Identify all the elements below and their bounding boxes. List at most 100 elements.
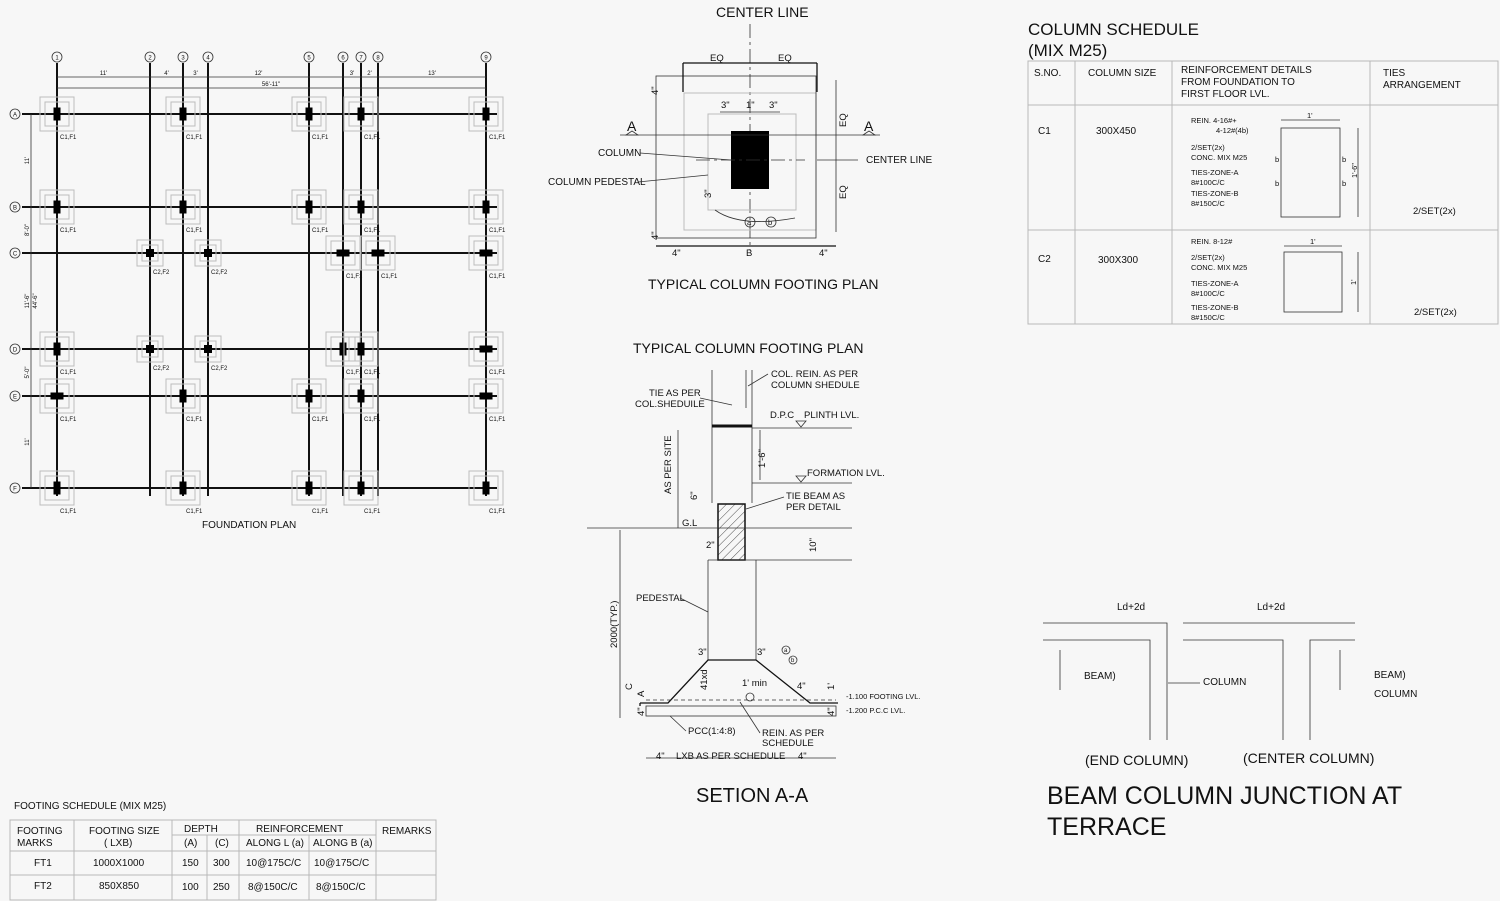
grid-bubble-1 — [51, 51, 63, 63]
c1-bar-b1: b — [1275, 155, 1279, 164]
grid-label-8: 8 — [376, 56, 380, 62]
column-mark: C1,F1 — [312, 135, 329, 141]
column-schedule-table — [1027, 60, 1499, 325]
grid-label-B: B — [13, 206, 17, 212]
c2-rein-1: REIN. 8-12# — [1191, 237, 1233, 246]
column-block — [53, 107, 61, 121]
ft1-depth-a: 150 — [182, 858, 199, 869]
ft1-along-b: 10@175C/C — [314, 858, 369, 869]
section-plan-title: TYPICAL COLUMN FOOTING PLAN — [633, 340, 864, 356]
one-min-label: 1' min — [742, 678, 767, 689]
footing-outline — [343, 378, 379, 414]
dim-3-left: 3" — [698, 647, 707, 658]
pedestal-outline — [707, 113, 797, 211]
tie-leader — [699, 397, 733, 406]
footing-plan-title: TYPICAL COLUMN FOOTING PLAN — [648, 276, 879, 292]
column-mark: C1,F1 — [312, 228, 329, 234]
footing-inner — [170, 194, 196, 220]
center-ld-label: Ld+2d — [1257, 602, 1285, 613]
table-row: FT2 850X850 100 250 8@150C/C 8@150C/C — [34, 881, 366, 893]
footing-outline — [136, 335, 164, 363]
column-block — [357, 481, 365, 495]
column-mark: C1,F1 — [60, 509, 77, 515]
plan-side-dim: 44'-6" — [33, 293, 39, 308]
column-block — [479, 249, 493, 257]
center-column-right-bar — [1309, 639, 1355, 740]
footing-outline — [39, 96, 75, 132]
grid-label-7: 7 — [359, 56, 363, 62]
grid-bubble-6 — [337, 51, 349, 63]
footing-inner — [348, 101, 374, 127]
grid-bubble-2 — [144, 51, 156, 63]
bar-b-label: b — [791, 658, 795, 664]
column-block — [305, 200, 313, 214]
bar-a-circle — [744, 216, 756, 228]
column-mark: C1,F1 — [186, 417, 203, 423]
c2-rein-4: TIES-ZONE-A — [1191, 279, 1239, 288]
col-rein-leader — [747, 373, 769, 387]
footing-schedule: FOOTING SCHEDULE (MIX M25) FOOTING MARKS… — [9, 801, 437, 901]
tie-beam-line2: PER DETAIL — [786, 502, 841, 513]
c2-size: 300X300 — [1098, 255, 1138, 266]
column-block — [146, 249, 154, 257]
column-block — [179, 107, 187, 121]
plan-overall-dim: 56'-11" — [262, 82, 280, 88]
column-block — [50, 392, 64, 400]
footing-inner — [348, 336, 374, 362]
header-ties-1: TIES — [1383, 68, 1406, 79]
bar-b-circle — [788, 655, 798, 665]
footing-inner — [348, 194, 374, 220]
dim-1: 1" — [746, 100, 755, 111]
section-arrow-left — [624, 130, 640, 136]
footing-outline — [468, 96, 504, 132]
bar-leader — [714, 209, 796, 222]
ft1-size: 1000X1000 — [93, 858, 145, 869]
pcc-bed — [645, 705, 837, 717]
fh-size-2: ( LXB) — [104, 838, 132, 849]
fh-depth-c: (C) — [215, 838, 229, 849]
dim-4-right-bottom: 4" — [798, 751, 807, 762]
tie-beam-leader — [745, 496, 785, 510]
footing-outline — [39, 189, 75, 225]
end-beam-label: BEAM) — [1084, 671, 1116, 682]
column-block — [204, 345, 212, 353]
header-size: COLUMN SIZE — [1088, 68, 1157, 79]
footing-inner — [170, 101, 196, 127]
column-block — [479, 345, 493, 353]
column-mark: C1,F1 — [60, 417, 77, 423]
end-ld-label: Ld+2d — [1117, 602, 1145, 613]
column-block — [179, 200, 187, 214]
center-beam-label: BEAM) — [1374, 670, 1406, 681]
grid-label-D: D — [13, 348, 18, 354]
footing-inner — [141, 244, 159, 262]
footing-dimension-frame — [655, 75, 817, 239]
column-block — [305, 107, 313, 121]
c1-dim-h: 1'-6" — [1350, 163, 1359, 178]
plan-col-dim: 3' — [193, 71, 197, 77]
bar-a-label: a — [747, 218, 752, 227]
column-block — [179, 389, 187, 403]
eq-label-bottom: EQ — [838, 185, 849, 199]
c2-dim-h: 1' — [1349, 279, 1358, 285]
ft1-mark: FT1 — [34, 858, 52, 869]
c2-rein-2: 2/SET(2x) — [1191, 253, 1225, 262]
column-block — [482, 107, 490, 121]
column-mark: C1,F1 — [364, 228, 381, 234]
junction-title-line1: BEAM COLUMN JUNCTION AT — [1047, 782, 1402, 810]
center-line-label: CENTER LINE — [866, 155, 932, 166]
column-mark: C1,F1 — [60, 135, 77, 141]
beam-column-junction: Ld+2d BEAM) COLUMN (END COLUMN) Ld+2d BE… — [1043, 602, 1417, 841]
footing-inner — [473, 240, 499, 266]
bar-b-circle — [765, 216, 777, 228]
fh-marks-2: MARKS — [17, 838, 53, 849]
column-mark: C1,F1 — [489, 135, 506, 141]
column-block — [305, 481, 313, 495]
c1-rein-2: 4-12#(4b) — [1216, 126, 1249, 135]
pcc-leader — [669, 715, 687, 732]
column-mark: C1,F1 — [186, 509, 203, 515]
footing-outline — [165, 189, 201, 225]
header-rein-1: REINFORCEMENT DETAILS — [1181, 65, 1312, 76]
plan-col-dim: 13' — [428, 71, 436, 77]
grid-bubble-D — [9, 343, 21, 355]
